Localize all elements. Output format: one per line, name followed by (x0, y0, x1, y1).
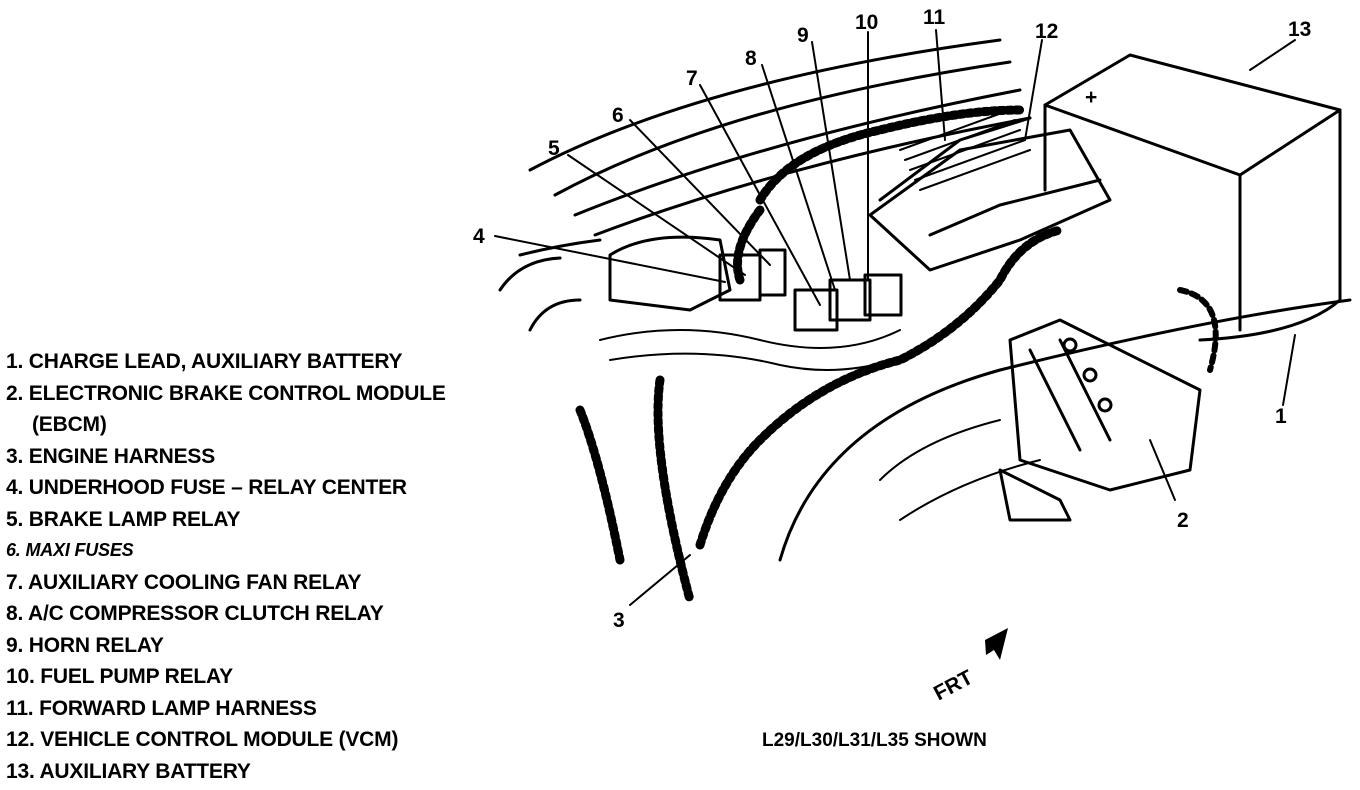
front-arrow-icon (985, 628, 1008, 660)
callout-12: 12 (1035, 20, 1058, 43)
callout-6: 6 (612, 104, 624, 127)
callout-1: 1 (1275, 405, 1287, 428)
legend-item-5: 5. BRAKE LAMP RELAY (6, 507, 241, 531)
callout-3: 3 (613, 609, 625, 632)
battery-plus-sign: + (1085, 86, 1097, 109)
legend-item-13: 13. AUXILIARY BATTERY (6, 759, 251, 783)
callout-7: 7 (686, 67, 698, 90)
callout-11: 11 (923, 6, 946, 29)
model-caption: L29/L30/L31/L35 SHOWN (762, 730, 987, 751)
wheel-well (778, 298, 1352, 562)
legend-item-10: 10. FUEL PUMP RELAY (6, 665, 233, 688)
callout-leaders (494, 29, 1296, 606)
legend-item-9: 9. HORN RELAY (6, 633, 164, 657)
legend-item-12: 12. VEHICLE CONTROL MODULE (VCM) (6, 728, 399, 751)
callout-5: 5 (548, 137, 560, 160)
legend-item-7: 7. AUXILIARY COOLING FAN RELAY (6, 570, 362, 594)
harness-lines (575, 105, 1065, 605)
front-direction-label: FRT (930, 666, 977, 706)
callout-10: 10 (855, 11, 878, 34)
legend-item-3: 3. ENGINE HARNESS (6, 444, 215, 468)
callout-13: 13 (1288, 18, 1311, 41)
legend-item-2: 2. ELECTRONIC BRAKE CONTROL MODULE(EBCM) (6, 381, 446, 437)
legend-item-1: 1. CHARGE LEAD, AUXILIARY BATTERY (6, 350, 403, 373)
vehicle-control-module (868, 109, 1112, 272)
legend-item-6: 6. MAXI FUSES (6, 540, 134, 560)
fender-lines (498, 38, 1032, 332)
component-legend: 1. CHARGE LEAD, AUXILIARY BATTERY 2. ELE… (6, 346, 446, 787)
legend-item-8: 8. A/C COMPRESSOR CLUTCH RELAY (6, 602, 384, 625)
legend-item-11: 11. FORWARD LAMP HARNESS (6, 696, 317, 720)
callout-2: 2 (1177, 509, 1189, 532)
callout-9: 9 (797, 24, 809, 47)
legend-item-4: 4. UNDERHOOD FUSE – RELAY CENTER (6, 476, 407, 499)
ebcm-module (998, 318, 1202, 522)
callout-4: 4 (473, 225, 485, 248)
callout-8: 8 (745, 47, 757, 70)
